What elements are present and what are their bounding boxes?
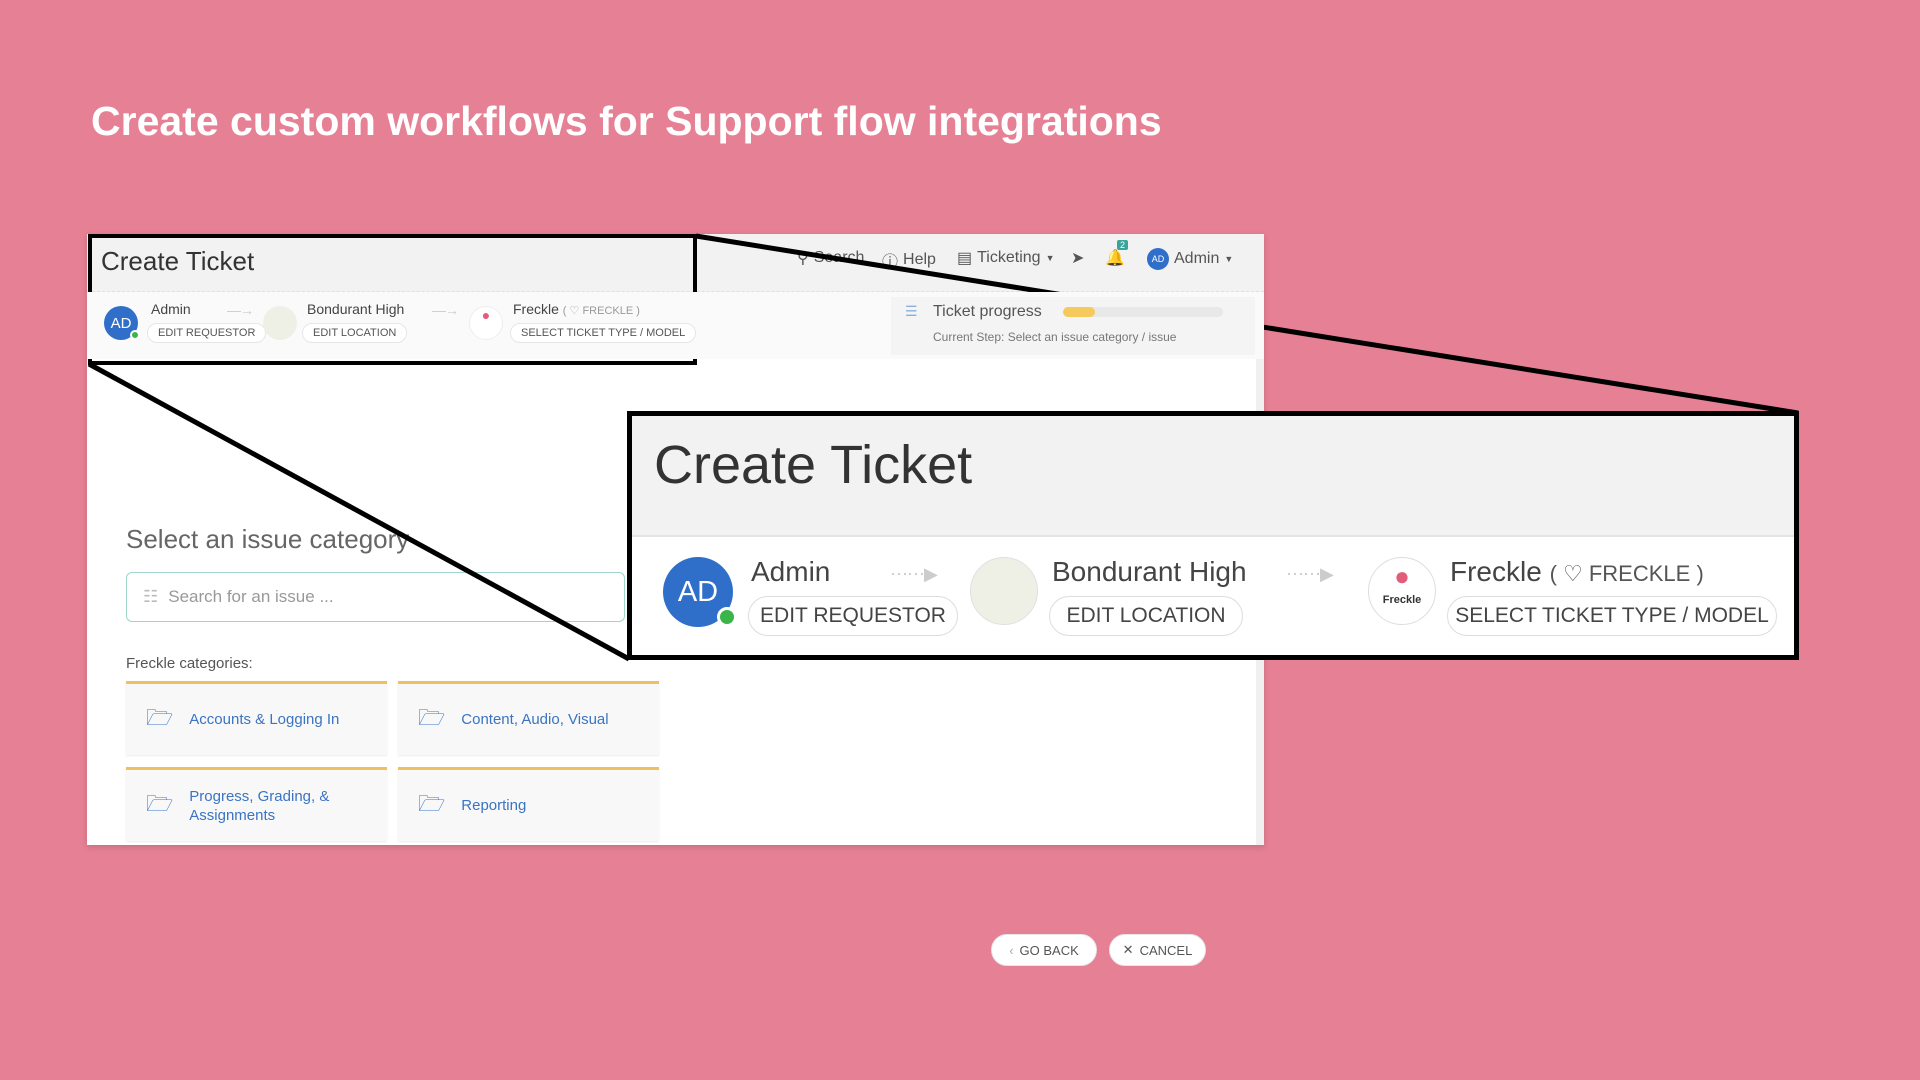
progress-bar <box>1063 307 1223 317</box>
category-card[interactable]: 🗁 Accounts & Logging In <box>126 681 387 755</box>
category-card[interactable]: 🗁 Content, Audio, Visual <box>398 681 659 755</box>
categories-label: Freckle categories: <box>126 655 253 672</box>
notifications-button[interactable]: 🔔2 <box>1105 240 1129 268</box>
list-icon: ☰ <box>905 303 918 319</box>
freckle-logo: ● <box>469 306 503 340</box>
edit-location-button[interactable]: EDIT LOCATION <box>1049 596 1243 636</box>
step-breadcrumb: AD Admin EDIT REQUESTOR —→ Bondurant Hig… <box>87 292 1264 359</box>
requestor-name: Admin <box>151 301 191 317</box>
help-label: Help <box>903 251 936 268</box>
chevron-down-icon: ▼ <box>1045 253 1055 263</box>
chevron-left-icon: ‹ <box>1009 942 1014 958</box>
folder-icon: 🗁 <box>146 704 174 730</box>
close-icon: ✕ <box>1122 942 1134 957</box>
go-back-button[interactable]: ‹ GO BACK <box>991 934 1097 966</box>
ticketing-menu[interactable]: ▤Ticketing ▼ <box>957 248 1054 268</box>
product-label: Freckle <box>513 301 559 317</box>
hierarchy-icon: ☷ <box>143 587 159 606</box>
select-ticket-type-button[interactable]: SELECT TICKET TYPE / MODEL <box>1447 596 1777 636</box>
requestor-name: Admin <box>751 556 831 587</box>
cancel-button[interactable]: ✕ CANCEL <box>1109 934 1206 966</box>
ticket-icon: ▤ <box>957 250 973 267</box>
ticketing-label: Ticketing <box>977 249 1041 266</box>
online-status-dot <box>130 330 140 340</box>
category-label: Reporting <box>461 797 527 814</box>
search-placeholder: Search for an issue ... <box>168 587 334 606</box>
edit-requestor-button[interactable]: EDIT REQUESTOR <box>147 323 267 343</box>
avatar: AD <box>1147 248 1169 270</box>
notification-badge: 2 <box>1117 240 1129 250</box>
logo-text: Freckle <box>1382 594 1422 606</box>
user-name: Admin <box>1174 250 1220 267</box>
cancel-label: CANCEL <box>1139 942 1193 958</box>
search-icon: ⚲ <box>797 250 809 267</box>
location-map-thumbnail <box>970 557 1038 625</box>
select-ticket-type-button[interactable]: SELECT TICKET TYPE / MODEL <box>510 323 697 343</box>
requestor-avatar: AD <box>104 306 140 340</box>
chevron-down-icon: ▼ <box>1224 254 1234 264</box>
callout-line-bottom <box>87 361 631 662</box>
location-name: Bondurant High <box>1052 556 1247 587</box>
arrow-icon: ⋯⋯▶ <box>1286 564 1334 584</box>
magnified-header: Create Ticket <box>632 416 1794 537</box>
magnified-callout: Create Ticket AD Admin EDIT REQUESTOR ⋯⋯… <box>627 411 1799 660</box>
progress-fill <box>1063 307 1095 317</box>
product-tag: FRECKLE <box>1588 561 1691 586</box>
product-name: Freckle ( ♡ FRECKLE ) <box>513 301 640 317</box>
current-step: Current Step: Select an issue category /… <box>933 330 1177 344</box>
location-name: Bondurant High <box>307 301 405 317</box>
category-label: Progress, Grading, & Assignments <box>189 787 330 824</box>
window-title: Create Ticket <box>101 246 255 276</box>
edit-requestor-button[interactable]: EDIT REQUESTOR <box>748 596 958 636</box>
arrow-icon: —→ <box>432 302 459 318</box>
product-name: Freckle ( ♡ FRECKLE ) <box>1450 556 1704 587</box>
category-label: Accounts & Logging In <box>189 711 340 728</box>
folder-icon: 🗁 <box>146 790 174 816</box>
category-card[interactable]: 🗁 Progress, Grading, & Assignments <box>126 767 387 841</box>
product-label: Freckle <box>1450 556 1542 587</box>
location-map-thumbnail <box>263 306 297 340</box>
online-status-dot <box>717 607 737 627</box>
arrow-icon: —→ <box>227 302 254 318</box>
page-headline: Create custom workflows for Support flow… <box>91 98 1162 144</box>
avatar-initials: AD <box>677 575 719 608</box>
category-label: Content, Audio, Visual <box>461 711 609 728</box>
send-icon[interactable]: ➤ <box>1071 250 1085 267</box>
folder-icon: 🗁 <box>418 704 446 730</box>
section-heading: Select an issue category <box>126 524 410 554</box>
bell-icon: 🔔 <box>1105 250 1125 267</box>
ticket-progress-panel: ☰ Ticket progress Current Step: Select a… <box>891 297 1255 355</box>
folder-icon: 🗁 <box>418 790 446 816</box>
category-card[interactable]: 🗁 Reporting <box>398 767 659 841</box>
edit-location-button[interactable]: EDIT LOCATION <box>302 323 408 343</box>
user-menu[interactable]: AD Admin ▼ <box>1147 248 1233 270</box>
product-tag: FRECKLE <box>582 305 634 317</box>
magnified-title: Create Ticket <box>654 435 973 495</box>
freckle-logo: ●Freckle <box>1368 557 1436 625</box>
go-back-label: GO BACK <box>1019 942 1079 958</box>
progress-label: Ticket progress <box>933 303 1042 320</box>
requestor-avatar: AD <box>663 557 737 627</box>
avatar-initials: AD <box>1151 254 1165 264</box>
avatar-initials: AD <box>110 314 132 332</box>
arrow-icon: ⋯⋯▶ <box>890 564 938 584</box>
